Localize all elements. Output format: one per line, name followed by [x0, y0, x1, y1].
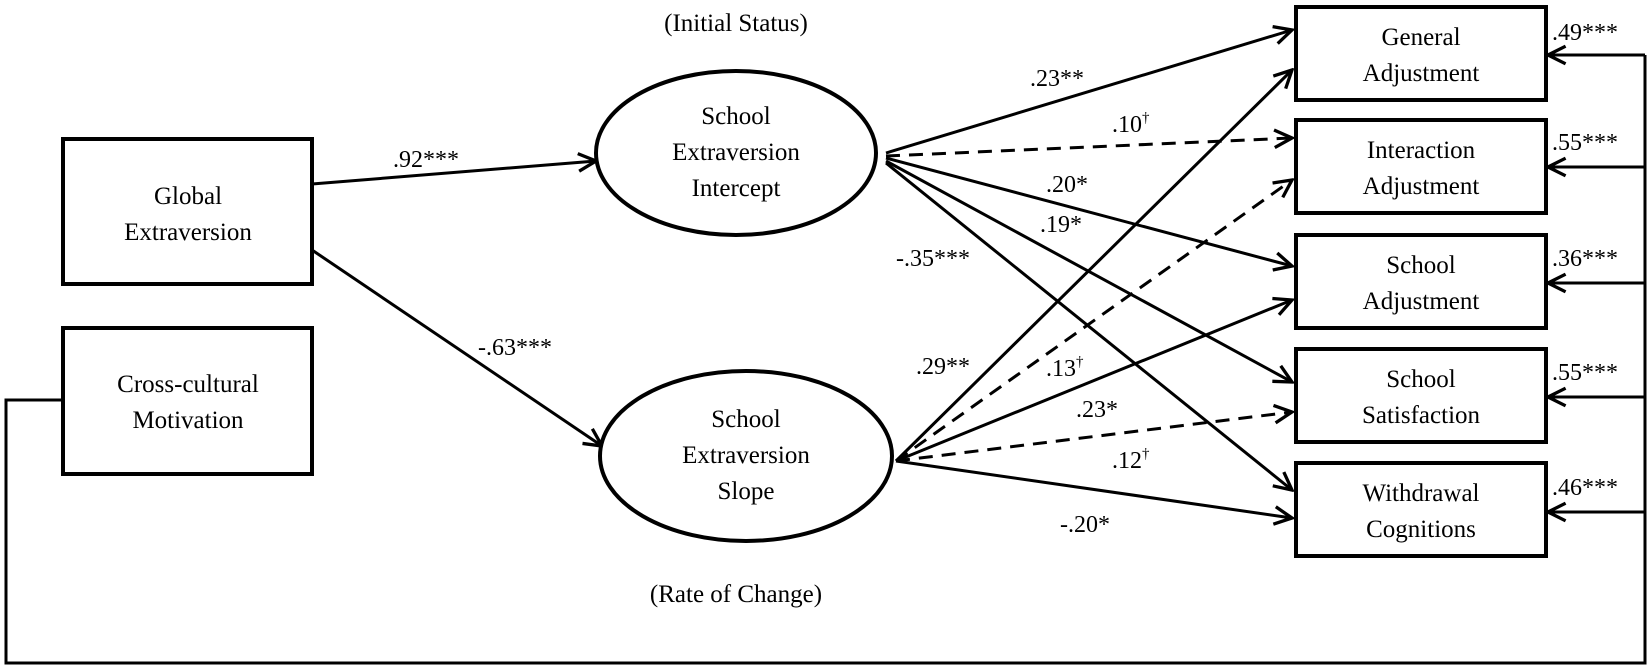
node-school-satisfaction-line2: Satisfaction — [1362, 402, 1481, 429]
node-withdrawal-cognitions-line2: Cognitions — [1366, 516, 1476, 543]
node-school-extraversion-intercept: School Extraversion Intercept — [594, 69, 878, 237]
node-school-adjustment: School Adjustment — [1294, 233, 1548, 330]
edge-slope-to-school-satisfaction — [895, 412, 1292, 463]
node-general-adjustment-line1: General — [1381, 24, 1460, 51]
node-cross-cultural-motivation-line1: Cross-cultural — [117, 371, 259, 398]
dagger-intercept-to-interaction: † — [1142, 110, 1150, 126]
coef-intercept-to-school-adjustment: .20* — [1046, 172, 1088, 198]
node-general-adjustment-line2: Adjustment — [1363, 60, 1480, 87]
node-slope-line3: Slope — [718, 478, 775, 505]
edge-intercept-to-school-adjustment — [885, 156, 1292, 266]
edge-intercept-to-general — [885, 30, 1292, 155]
node-school-adjustment-line1: School — [1386, 252, 1456, 279]
edge-slope-to-withdrawal — [895, 459, 1292, 518]
node-global-extraversion: Global Extraversion — [61, 137, 314, 286]
node-school-extraversion-slope: School Extraversion Slope — [598, 369, 894, 543]
node-withdrawal-cognitions-line1: Withdrawal — [1362, 480, 1479, 507]
edge-intercept-to-interaction — [885, 138, 1292, 158]
coef-intercept-to-interaction: .10† — [1112, 110, 1150, 138]
node-school-satisfaction: School Satisfaction — [1294, 347, 1548, 444]
node-cross-cultural-motivation-line2: Motivation — [132, 407, 244, 434]
coef-global-to-slope: -.63*** — [478, 335, 552, 361]
coef-intercept-to-withdrawal: -.35*** — [896, 246, 970, 272]
coef-slope-to-interaction-value: .13 — [1046, 356, 1076, 382]
edge-global-to-intercept — [311, 161, 596, 186]
coef-motivation-to-withdrawal: .46*** — [1552, 475, 1618, 501]
coef-slope-to-general: .29** — [916, 354, 970, 380]
coef-slope-to-school-adjustment: .23* — [1076, 397, 1118, 423]
edge-intercept-to-withdrawal — [885, 161, 1292, 490]
coef-slope-to-school-satisfaction: .12† — [1112, 446, 1150, 474]
initial-status-caption: (Initial Status) — [664, 10, 808, 37]
coef-motivation-to-school-adjustment: .36*** — [1552, 246, 1618, 272]
node-school-adjustment-line2: Adjustment — [1363, 288, 1480, 315]
dagger-slope-to-interaction: † — [1076, 354, 1084, 370]
coef-global-to-intercept: .92*** — [393, 147, 459, 173]
coef-slope-to-school-satisfaction-value: .12 — [1112, 448, 1142, 474]
node-school-satisfaction-line1: School — [1386, 366, 1456, 393]
rate-of-change-caption: (Rate of Change) — [650, 581, 822, 608]
coef-motivation-to-school-satisfaction: .55*** — [1552, 360, 1618, 386]
motivation-bus — [4, 55, 1647, 665]
edge-slope-to-general — [894, 70, 1292, 463]
node-intercept-line3: Intercept — [692, 175, 781, 202]
node-global-extraversion-line2: Extraversion — [124, 219, 252, 246]
dagger-slope-to-school-satisfaction: † — [1142, 446, 1150, 462]
node-slope-line1: School — [711, 406, 781, 433]
coef-intercept-to-school-satisfaction: .19* — [1040, 212, 1082, 238]
node-slope-line2: Extraversion — [682, 442, 810, 469]
coef-slope-to-withdrawal: -.20* — [1060, 512, 1110, 538]
node-interaction-adjustment-line2: Adjustment — [1363, 173, 1480, 200]
node-cross-cultural-motivation: Cross-cultural Motivation — [61, 326, 314, 476]
node-interaction-adjustment: Interaction Adjustment — [1294, 118, 1548, 215]
edge-slope-to-school-adjustment — [895, 300, 1292, 463]
node-interaction-adjustment-line1: Interaction — [1367, 137, 1476, 164]
node-intercept-line1: School — [701, 103, 771, 130]
node-general-adjustment: General Adjustment — [1294, 5, 1548, 102]
node-global-extraversion-line1: Global — [154, 183, 222, 210]
coef-intercept-to-general: .23** — [1030, 66, 1084, 92]
coef-intercept-to-interaction-value: .10 — [1112, 112, 1142, 138]
node-intercept-line2: Extraversion — [672, 139, 800, 166]
node-withdrawal-cognitions: Withdrawal Cognitions — [1294, 461, 1548, 558]
edge-slope-to-interaction — [895, 180, 1292, 463]
coef-motivation-to-general: .49*** — [1552, 20, 1618, 46]
coef-slope-to-interaction: .13† — [1046, 354, 1084, 382]
coef-motivation-to-interaction: .55*** — [1552, 130, 1618, 156]
edge-global-to-slope — [311, 248, 602, 446]
